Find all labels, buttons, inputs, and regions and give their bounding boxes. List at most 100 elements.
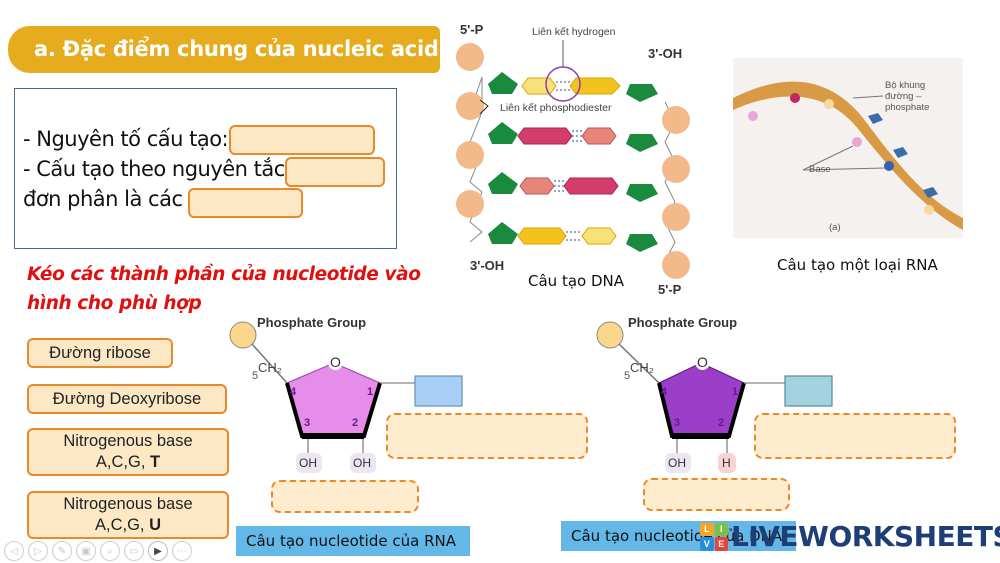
base-g <box>517 127 573 145</box>
sugar-pentagon <box>626 234 658 252</box>
label-phosphodiester-bond: Liên kết phosphodiester <box>500 102 612 114</box>
rna-nucleotide-diagram: Phosphate Group CH₂ 5 O 1 2 3 4 OH OH <box>220 310 480 480</box>
drop-zone-monomer[interactable] <box>188 188 303 218</box>
base-pointer <box>802 145 854 171</box>
rna-nucleotide-svg <box>229 321 463 473</box>
oh-bg <box>296 453 322 473</box>
dna-nucleotide-caption: Câu tạo nucleotide của DNA <box>561 521 796 551</box>
drag-option-label: Đường Deoxyribose <box>52 389 202 408</box>
sugar-pentagon <box>488 172 518 194</box>
oxygen-label: O <box>695 354 710 370</box>
screen-icon: ▭ <box>129 545 139 557</box>
sugar-pentagon <box>626 184 658 202</box>
sugar-ring-bottom <box>672 433 729 439</box>
sugar-ring-bottom <box>302 433 364 439</box>
base-node <box>790 93 800 103</box>
carbon-3-label: 3 <box>304 417 311 429</box>
dna-caption: Câu tạo DNA <box>528 272 624 290</box>
oxygen-label: O <box>328 354 343 370</box>
phosphate-circle <box>662 106 690 134</box>
sugar-phosphate-backbone <box>733 81 963 230</box>
zoom-button[interactable]: ⌕ <box>100 541 120 561</box>
base-list: A,C,G, <box>95 453 150 471</box>
next-button[interactable]: ▷ <box>28 541 48 561</box>
carbon-4-label: 4 <box>661 386 668 398</box>
drop-zone-dna-base[interactable] <box>754 413 956 459</box>
next-icon: ▷ <box>34 545 42 557</box>
rna-structure-figure: Bộ khung đường – phosphate Base (a) <box>733 58 963 238</box>
label-a: (a) <box>829 222 841 233</box>
sugar-pentagon <box>488 222 518 244</box>
rna-nucleotide-caption: Câu tạo nucleotide của RNA <box>236 526 470 556</box>
oh-bg <box>665 453 691 473</box>
zoom-icon: ⌕ <box>107 545 113 557</box>
prev-icon: ◁ <box>10 545 18 557</box>
info-line-principle: - Cấu tạo theo nguyên tắc <box>23 157 285 181</box>
bottom-toolbar: ◁ ▷ ✎ ▣ ⌕ ▭ ▶ ⋯ <box>4 541 192 561</box>
pen-button[interactable]: ✎ <box>52 541 72 561</box>
carbon-4-label: 4 <box>290 386 297 398</box>
phosphate-circle <box>456 92 484 120</box>
base-list: A,C,G, <box>94 516 150 534</box>
label-base: Base <box>809 164 831 175</box>
brand-logo-letter: I <box>714 522 728 536</box>
drag-option-ribose[interactable]: Đường ribose <box>27 338 173 368</box>
base-rectangle <box>784 375 833 407</box>
label-backbone: Bộ khung đường – phosphate <box>885 80 929 113</box>
pen-icon: ✎ <box>57 545 67 557</box>
label-backbone-line: Bộ khung <box>885 80 926 91</box>
phosphate-bond <box>618 343 660 384</box>
prev-button[interactable]: ◁ <box>4 541 24 561</box>
base-g <box>563 177 619 195</box>
rna-diagram <box>733 81 963 230</box>
base-a <box>569 77 621 95</box>
video-icon: ▶ <box>154 545 162 557</box>
base-pointer <box>802 167 886 171</box>
label-backbone-line: đường – <box>885 91 922 102</box>
drag-option-deoxyribose[interactable]: Đường Deoxyribose <box>27 384 227 414</box>
oh-3-label: OH <box>668 456 686 470</box>
more-button[interactable]: ⋯ <box>172 541 192 561</box>
phosphate-circle <box>662 203 690 231</box>
base-g-node <box>824 99 834 109</box>
save-button[interactable]: ▣ <box>76 541 96 561</box>
carbon-3-label: 3 <box>674 417 681 429</box>
oh-bg <box>350 453 376 473</box>
base-u-node <box>884 161 894 171</box>
base-a-node <box>852 137 862 147</box>
dna-nucleotide-diagram: Phosphate Group CH₂ 5 O 1 2 3 4 OH H <box>595 310 855 480</box>
screen-button[interactable]: ▭ <box>124 541 144 561</box>
drag-option-label: Nitrogenous base <box>63 432 193 450</box>
sugar-pentagon <box>488 72 518 94</box>
phosphate-circle <box>662 251 690 279</box>
base-c <box>581 127 617 145</box>
brand-logo: L I V E <box>700 522 728 551</box>
sugar-pentagon <box>626 134 658 152</box>
phosphate-bond <box>251 343 288 384</box>
sugar-node <box>923 187 938 198</box>
drop-zone-elements[interactable] <box>229 125 375 155</box>
phosphodiester-bracket <box>479 99 489 115</box>
rna-caption: Câu tạo một loại RNA <box>777 256 938 274</box>
oh-3-label: OH <box>299 456 317 470</box>
ch2-label: CH₂ <box>258 360 282 375</box>
drop-zone-principle[interactable] <box>285 157 385 187</box>
base-distinct: T <box>150 453 161 471</box>
drop-zone-rna-sugar[interactable] <box>271 480 419 513</box>
liveworksheets-brand: L I V E LIVEWORKSHEETS <box>700 520 1000 553</box>
drag-option-base-u[interactable]: Nitrogenous base A,C,G, U <box>27 491 229 539</box>
sugar-pentagon <box>488 122 518 144</box>
drag-option-base-t[interactable]: Nitrogenous base A,C,G, T <box>27 428 229 476</box>
drop-zone-dna-sugar[interactable] <box>643 478 790 511</box>
drop-zone-rna-base[interactable] <box>386 413 588 459</box>
carbon-1-label: 1 <box>367 386 374 398</box>
brand-logo-letter: E <box>714 537 728 551</box>
phosphate-group-circle <box>229 321 257 349</box>
phosphate-group-label: Phosphate Group <box>257 315 367 330</box>
phosphate-circle <box>456 141 484 169</box>
h-2-label: H <box>722 456 731 470</box>
info-box: - Nguyên tố cấu tạo: - Cấu tạo theo nguy… <box>14 88 397 249</box>
video-button[interactable]: ▶ <box>148 541 168 561</box>
dna-structure-figure: 5'-P 3'-OH 3'-OH 5'-P Liên kết hydrogen … <box>440 12 700 297</box>
sugar-pentagon <box>626 84 658 102</box>
